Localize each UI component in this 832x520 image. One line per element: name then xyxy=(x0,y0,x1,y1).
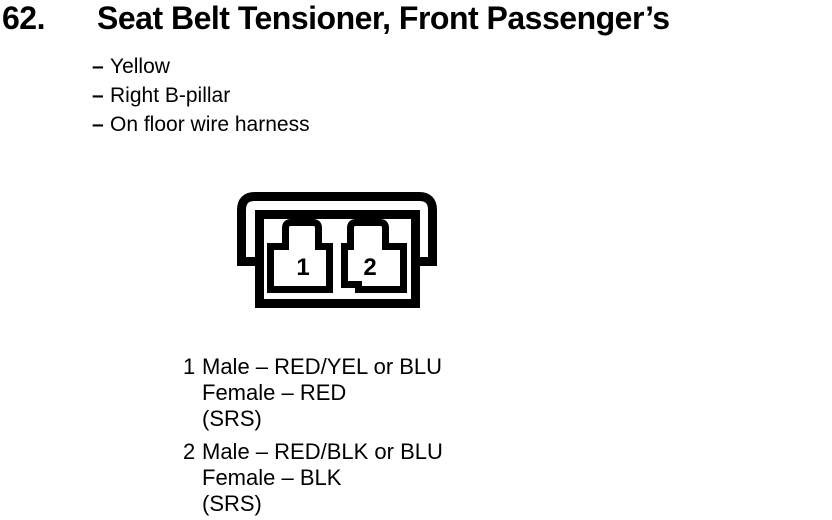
legend-item-pin-2: 2 Male – RED/BLK or BLU Female – BLK (SR… xyxy=(183,439,443,517)
legend-pin-number: 2 xyxy=(183,439,196,464)
legend-pin-wires: Male – RED/YEL or BLU Female – RED (SRS) xyxy=(202,354,442,432)
pin-legend: 1 Male – RED/YEL or BLU Female – RED (SR… xyxy=(183,354,443,520)
connector-diagram: 1 2 xyxy=(230,185,445,315)
pin-2-number: 2 xyxy=(363,254,376,281)
detail-item-harness: – On floor wire harness xyxy=(92,110,310,139)
item-number: 62. xyxy=(2,0,45,36)
legend-line-male: Male – RED/BLK or BLU xyxy=(202,439,443,464)
legend-line-female: Female – BLK xyxy=(202,465,342,490)
detail-text: On floor wire harness xyxy=(110,113,310,136)
detail-item-color: – Yellow xyxy=(92,52,310,81)
legend-pin-number: 1 xyxy=(183,354,196,379)
legend-line-male: Male – RED/YEL or BLU xyxy=(202,354,443,379)
detail-item-location: – Right B-pillar xyxy=(92,81,310,110)
page-title: Seat Belt Tensioner, Front Passenger’s xyxy=(97,0,670,36)
connector-cavity-1 xyxy=(267,219,333,293)
legend-item-pin-1: 1 Male – RED/YEL or BLU Female – RED (SR… xyxy=(183,354,443,432)
legend-pin-wires: Male – RED/BLK or BLU Female – BLK (SRS) xyxy=(202,439,443,517)
legend-line-system: (SRS) xyxy=(202,491,262,516)
connector-detail-list: – Yellow – Right B-pillar – On floor wir… xyxy=(92,52,310,139)
dash-bullet: – xyxy=(92,113,104,136)
dash-bullet: – xyxy=(92,55,104,78)
legend-line-system: (SRS) xyxy=(202,406,262,431)
connector-cavity-2 xyxy=(341,219,407,293)
detail-text: Right B-pillar xyxy=(110,84,231,107)
pin-1-number: 1 xyxy=(296,254,309,281)
legend-line-female: Female – RED xyxy=(202,380,347,405)
detail-text: Yellow xyxy=(110,55,170,78)
connector-drawing-svg: 1 2 xyxy=(237,192,437,308)
dash-bullet: – xyxy=(92,84,104,107)
